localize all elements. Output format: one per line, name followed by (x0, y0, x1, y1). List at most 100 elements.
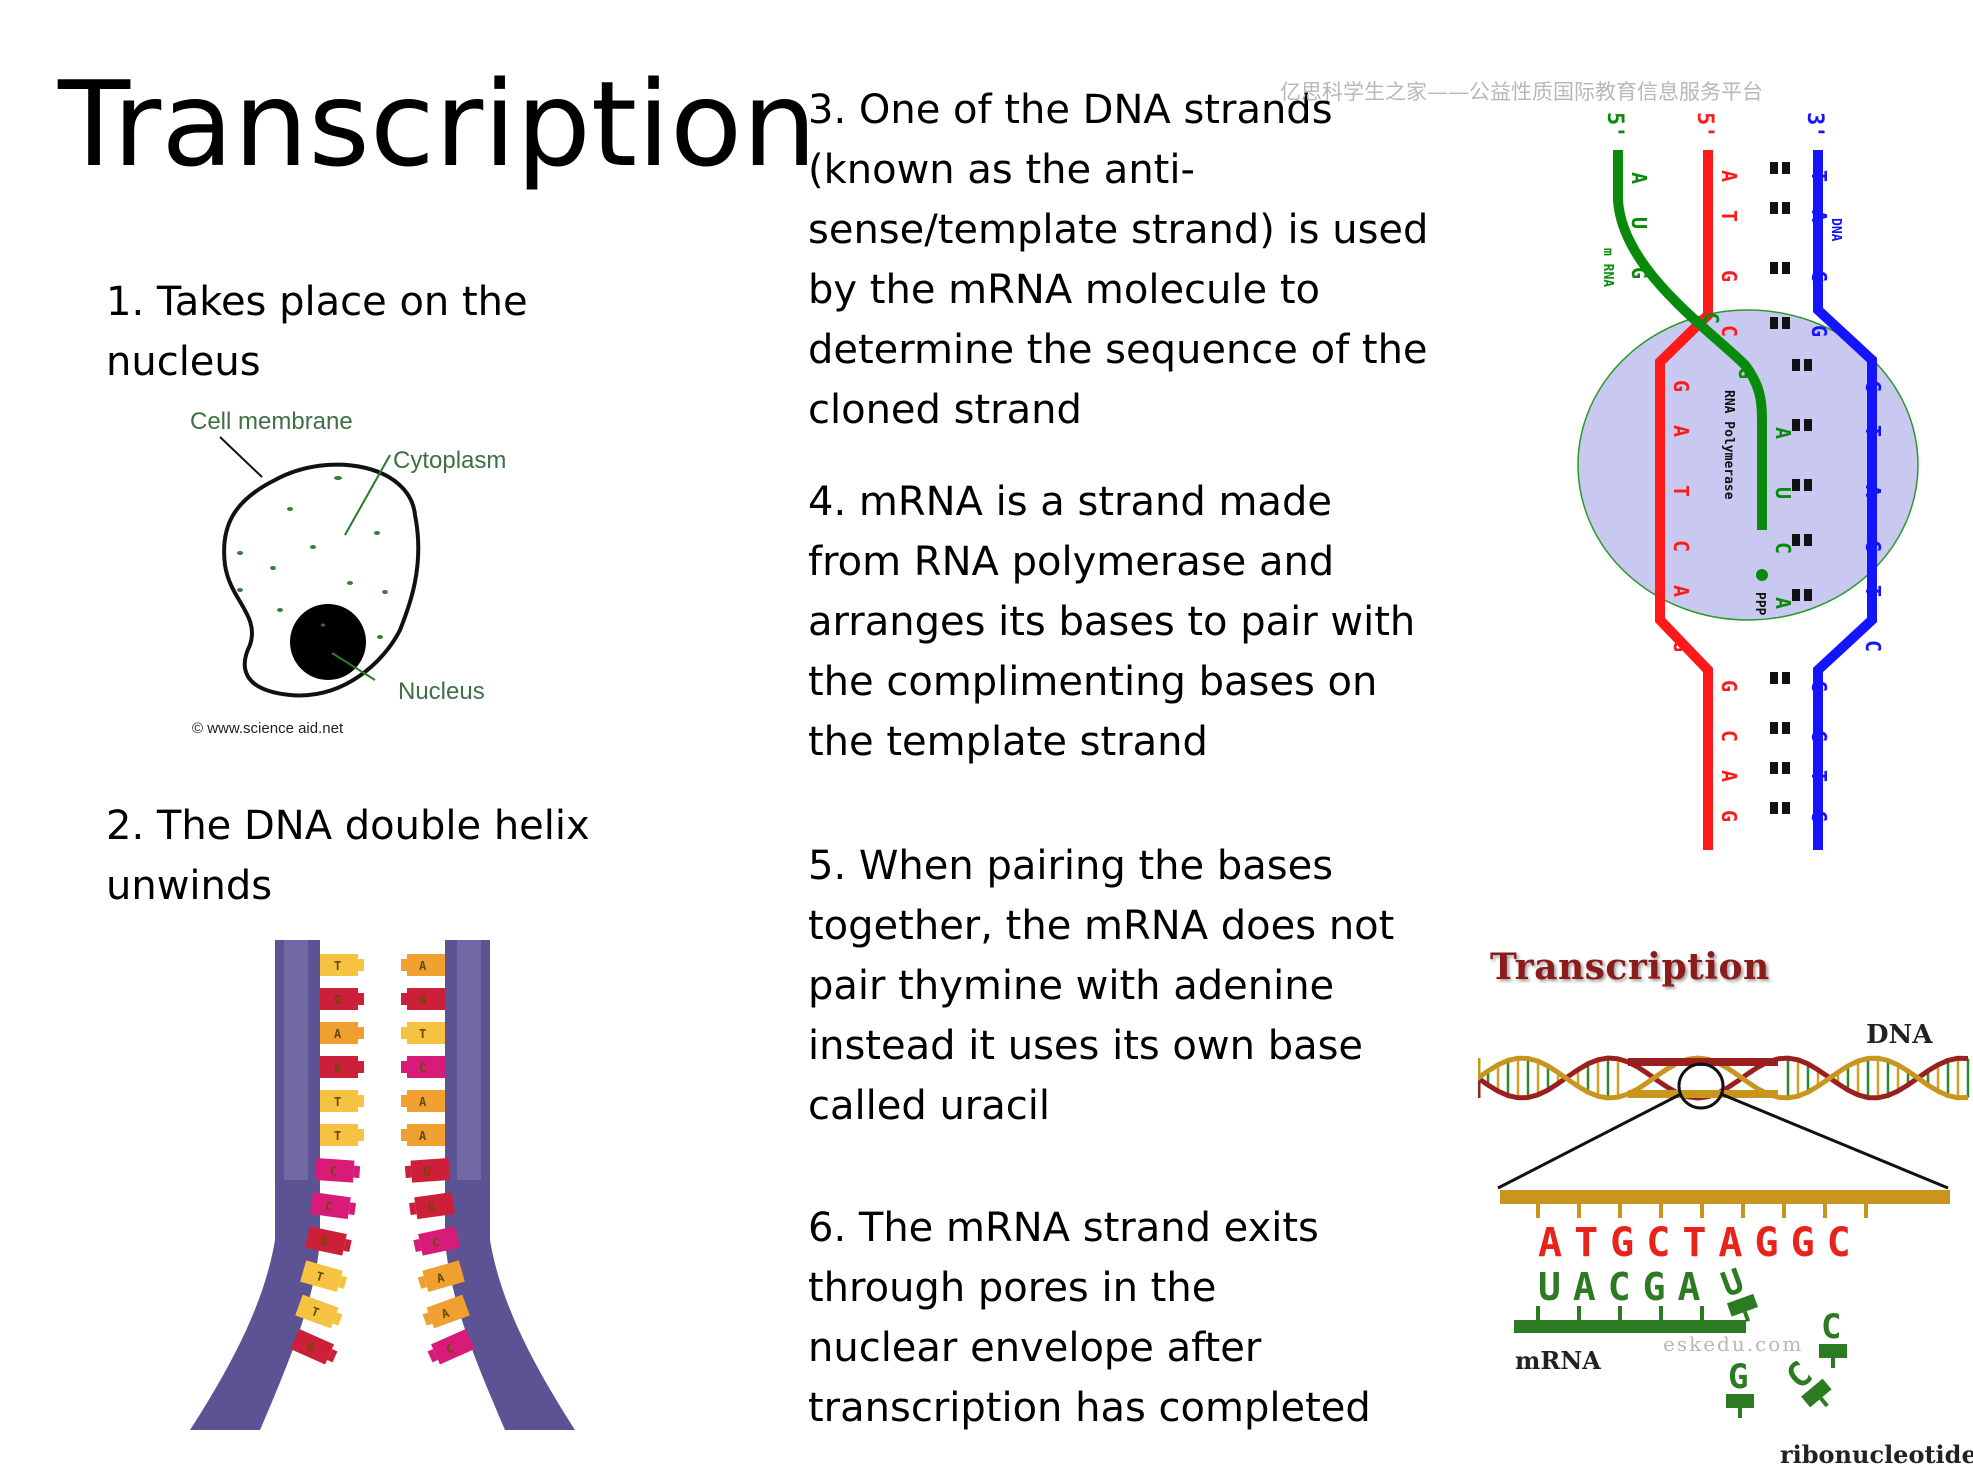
watermark-top: 亿思科学生之家——公益性质国际教育信息服务平台 (1280, 80, 1763, 104)
unwind-right-base-label: A (435, 1270, 447, 1286)
unwind-left-base-label: G (319, 1234, 329, 1249)
coding-strand-base: A (1669, 585, 1693, 597)
unwind-left-base: G (305, 1226, 352, 1256)
hbond-mark (1804, 479, 1812, 491)
free-ribonucleotide: G (1726, 1357, 1754, 1418)
unwind-left-base-label: G (334, 1061, 341, 1075)
unwind-right-base: T (401, 1022, 445, 1044)
unwind-right-base-label: T (419, 1027, 426, 1041)
unwind-left-base: G (320, 988, 364, 1010)
free-ribonucleotide-block (1819, 1344, 1847, 1358)
dna-vertical-label: DNA (1828, 218, 1843, 242)
hbond-mark (1782, 162, 1790, 174)
unwind-right-base: A (401, 954, 445, 976)
template-strand-base: A (1861, 485, 1885, 497)
unwind-left-base-label: T (314, 1269, 325, 1284)
hbond-mark (1770, 202, 1778, 214)
unwind-left-base-label: A (334, 1027, 342, 1041)
unwind-right-base: G (408, 1192, 455, 1220)
mrna-label: mRNA (1515, 1346, 1601, 1375)
unwind-right-base-label: A (419, 959, 427, 973)
coding-strand-base: T (1717, 210, 1741, 222)
coding-strand-base: G (1669, 640, 1693, 652)
template-strand-base: C (1807, 680, 1831, 692)
cell-membrane-label: Cell membrane (190, 408, 353, 435)
unwind-left-base: T (320, 1090, 364, 1112)
cell-membrane-outline (222, 462, 421, 698)
free-ribonucleotide-base: G (1728, 1357, 1748, 1397)
unwind-right-base: C (413, 1226, 460, 1256)
hbond-mark (1782, 202, 1790, 214)
free-ribonucleotide: C (1779, 1354, 1832, 1408)
hbond-mark (1770, 162, 1778, 174)
transcription-dna-label: DNA (1866, 1020, 1933, 1050)
unwind-right-base: A (401, 1090, 445, 1112)
unwind-right-base: A (417, 1260, 465, 1293)
template-strand-base: A (1807, 210, 1831, 222)
left-backbone-highlight (284, 940, 308, 1180)
polymerase-label: RNA Polymerase (1721, 390, 1736, 500)
coding-strand-base: A (1669, 425, 1693, 437)
unwind-right-base-label: C (419, 1061, 426, 1075)
unwind-right-base-label: G (423, 1164, 431, 1178)
mrna-base: C (1771, 542, 1795, 554)
cell-diagram (219, 436, 421, 698)
coding-strand-base: T (1669, 485, 1693, 497)
mrna-sequence: UACGA (1538, 1265, 1713, 1309)
coding-strand-base: C (1669, 540, 1693, 552)
mrna-strand-line (1613, 150, 1767, 530)
hbond-mark (1770, 802, 1778, 814)
free-ribonucleotide-block (1726, 1293, 1758, 1317)
unwind-right-base: G (404, 1158, 450, 1183)
unwind-left-base-label: G (334, 993, 341, 1007)
right-backbone-highlight (457, 940, 481, 1180)
hbond-mark (1792, 479, 1800, 491)
dna-three-prime-label: 3' (1802, 112, 1827, 139)
free-ribonucleotide: U (1716, 1261, 1758, 1322)
unwind-left-base-label: T (334, 1095, 341, 1109)
unwind-right-base: A (401, 1124, 445, 1146)
coding-strand-base: G (1717, 680, 1741, 692)
unwind-left-base-label: T (334, 959, 341, 973)
unwind-left-base-label: C (329, 1164, 337, 1178)
ppp-dot (1756, 569, 1768, 581)
hbond-mark (1782, 762, 1790, 774)
zoom-circle (1677, 1062, 1725, 1110)
ribonucleotides-label: ribonucleotides (1780, 1440, 1973, 1469)
nucleus-shape (290, 604, 366, 680)
step-5-text: 5. When pairing the bases together, the … (808, 843, 1395, 1129)
unwind-right-base: A (422, 1294, 470, 1329)
unwind-right-base-label: A (419, 1095, 427, 1109)
unwind-left-base: T (320, 954, 364, 976)
mrna-base: C (1699, 312, 1723, 324)
template-strand-line (1813, 150, 1877, 850)
coding-strand-base: G (1717, 270, 1741, 282)
mrna-base: A (1771, 427, 1795, 439)
template-strand-base: C (1861, 640, 1885, 652)
template-strand-base: T (1861, 425, 1885, 437)
mrna-base: U (1627, 217, 1651, 229)
hbond-mark (1770, 317, 1778, 329)
cytoplasm-label: Cytoplasm (393, 447, 507, 474)
mrna-backbone-bar (1514, 1320, 1746, 1333)
hbond-mark (1782, 262, 1790, 274)
mrna-base: G (1734, 367, 1758, 379)
template-strand-base: C (1861, 380, 1885, 392)
unwind-right-base-label: A (419, 1129, 427, 1143)
step-4-text: 4. mRNA is a strand made from RNA polyme… (808, 479, 1416, 765)
coding-strand-base: G (1717, 810, 1741, 822)
step-1-text: 1. Takes place on the nucleus (106, 279, 528, 385)
dna-backbone-bar (1500, 1190, 1950, 1204)
unwind-right-base: C (427, 1328, 475, 1365)
unwind-left-base: G (290, 1328, 338, 1365)
template-strand-base: C (1807, 270, 1831, 282)
hbond-mark (1770, 722, 1778, 734)
cytoplasm-dots (237, 476, 388, 639)
mrna-vertical-label: m RNA (1600, 248, 1615, 287)
hbond-mark (1770, 262, 1778, 274)
unwind-left-base: T (295, 1294, 343, 1329)
nucleus-label: Nucleus (398, 678, 485, 705)
step-2-text: 2. The DNA double helix unwinds (106, 803, 590, 909)
